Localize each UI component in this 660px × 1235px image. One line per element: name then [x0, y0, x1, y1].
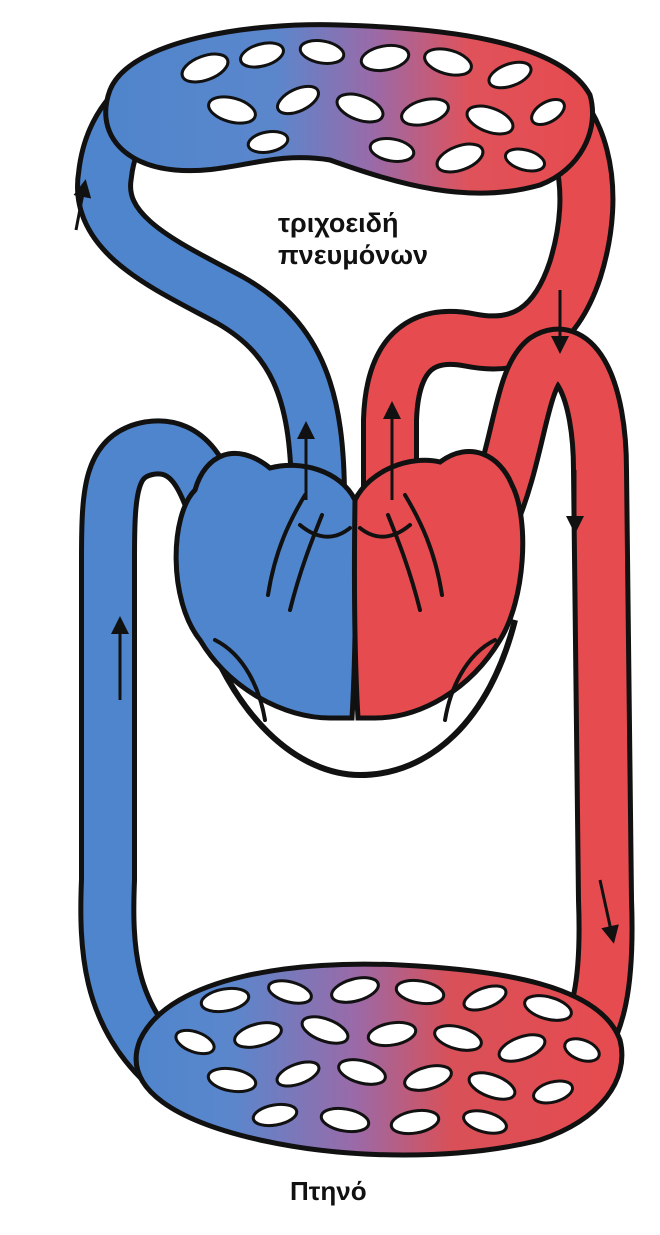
lung-capillaries-line1: τριχοειδή: [278, 207, 428, 239]
body-capillary-bed: [136, 964, 622, 1155]
lung-capillaries-line2: πνευμόνων: [278, 239, 428, 271]
heart-left-half: [176, 453, 355, 718]
heart: [176, 452, 523, 775]
organism-label: Πτηνό: [290, 1176, 367, 1207]
lung-capillaries-label: τριχοειδή πνευμόνων: [278, 207, 428, 271]
blank-label-area: [255, 810, 465, 905]
lung-capillary-bed: [106, 25, 593, 193]
